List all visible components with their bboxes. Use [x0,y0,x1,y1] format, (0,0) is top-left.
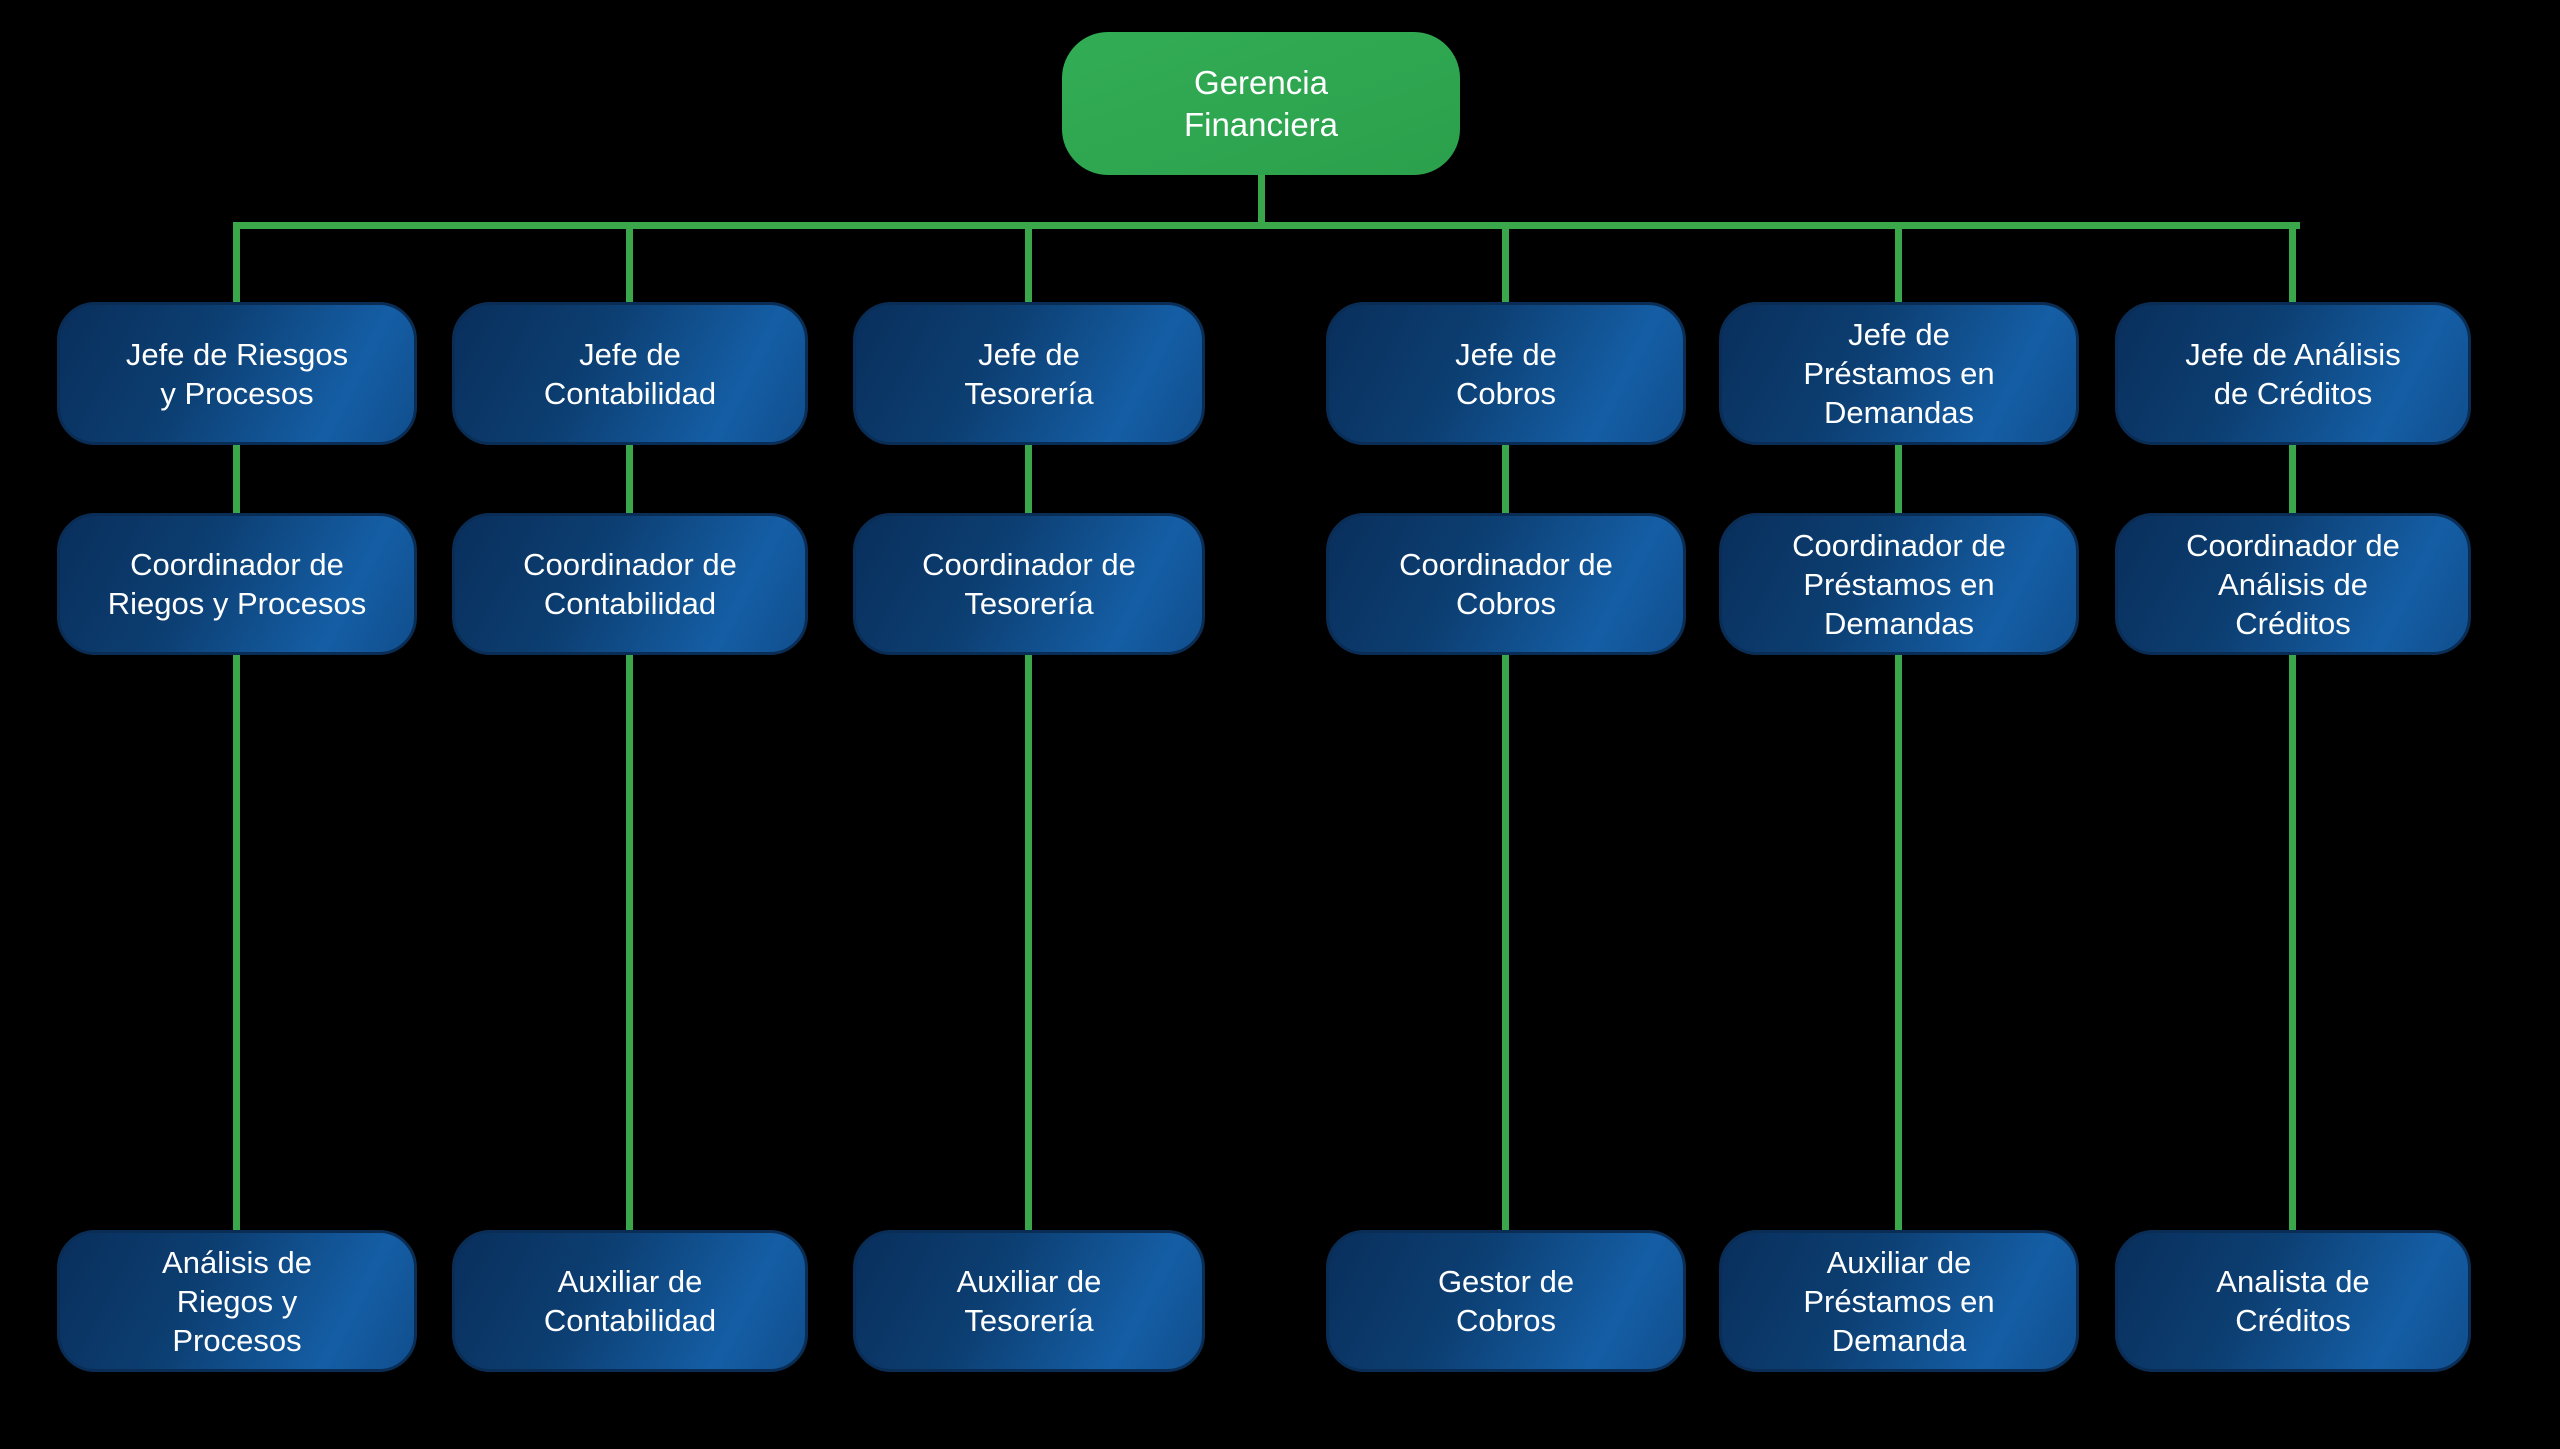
node-label: Auxiliar de Tesorería [956,1264,1102,1338]
node-analisis-riegos-procesos: Análisis de Riegos y Procesos [57,1230,417,1372]
node-label: Jefe de Cobros [1455,336,1557,411]
connector-column-2 [626,222,633,1230]
node-coordinador-cobros: Coordinador de Cobros [1326,513,1686,655]
node-jefe-prestamos-demandas: Jefe de Préstamos en Demandas [1719,302,2079,445]
node-coordinador-contabilidad: Coordinador de Contabilidad [452,513,808,655]
node-auxiliar-tesoreria: Auxiliar de Tesorería [853,1230,1205,1372]
node-auxiliar-prestamos-demanda: Auxiliar de Préstamos en Demanda [1719,1230,2079,1372]
connector-column-3 [1025,222,1032,1230]
node-auxiliar-contabilidad: Auxiliar de Contabilidad [452,1230,808,1372]
node-jefe-analisis-creditos: Jefe de Análisis de Créditos [2115,302,2471,445]
node-label: Jefe de Contabilidad [543,336,717,411]
node-label: Coordinador de Contabilidad [523,547,737,621]
node-coordinador-prestamos-demandas: Coordinador de Préstamos en Demandas [1719,513,2079,655]
node-label: Coordinador de Tesorería [922,547,1136,621]
node-coordinador-analisis-creditos: Coordinador de Análisis de Créditos [2115,513,2471,655]
node-label: Coordinador de Cobros [1399,547,1613,621]
node-label: Análisis de Riegos y Procesos [162,1244,312,1358]
node-label: Jefe de Análisis de Créditos [2185,336,2401,411]
node-coordinador-tesoreria: Coordinador de Tesorería [853,513,1205,655]
connector-horizontal-bar [233,222,2300,229]
connector-column-5 [1895,222,1902,1230]
node-jefe-contabilidad: Jefe de Contabilidad [452,302,808,445]
node-jefe-cobros: Jefe de Cobros [1326,302,1686,445]
connector-column-6 [2289,222,2296,1230]
node-label: Jefe de Tesorería [964,336,1094,411]
node-label: Coordinador de Análisis de Créditos [2186,527,2400,641]
node-gerencia-financiera: Gerencia Financiera [1062,32,1460,175]
node-label: Auxiliar de Contabilidad [543,1264,717,1338]
node-label: Jefe de Préstamos en Demandas [1803,317,1995,430]
node-jefe-tesoreria: Jefe de Tesorería [853,302,1205,445]
connector-column-4 [1502,222,1509,1230]
node-gestor-cobros: Gestor de Cobros [1326,1230,1686,1372]
node-label: Jefe de Riesgos y Procesos [125,336,349,411]
node-coordinador-riegos-procesos: Coordinador de Riegos y Procesos [57,513,417,655]
connector-column-1 [233,222,240,1230]
node-jefe-riesgos-procesos: Jefe de Riesgos y Procesos [57,302,417,445]
node-label: Coordinador de Préstamos en Demandas [1792,527,2006,641]
node-label: Gerencia Financiera [1183,63,1339,143]
connector-root-stub [1258,168,1265,229]
node-label: Analista de Créditos [2216,1264,2370,1338]
node-analista-creditos: Analista de Créditos [2115,1230,2471,1372]
node-label: Gestor de Cobros [1437,1264,1575,1338]
node-label: Coordinador de Riegos y Procesos [107,547,367,621]
node-label: Auxiliar de Préstamos en Demanda [1803,1244,1995,1358]
